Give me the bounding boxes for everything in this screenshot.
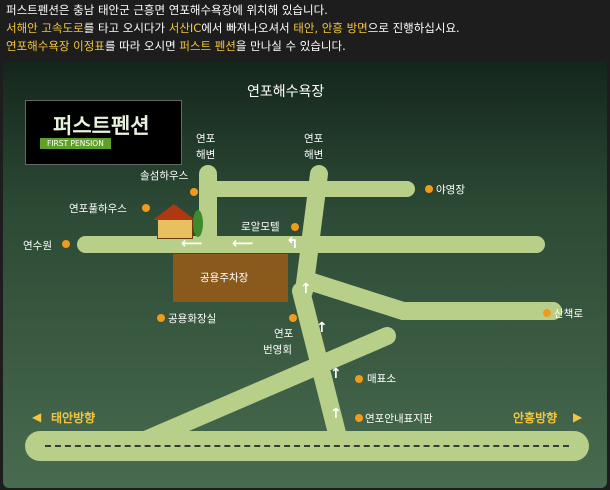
road-label-right-top: 연포 bbox=[304, 133, 324, 145]
logo-korean-text: 퍼스트펜션 bbox=[53, 114, 150, 138]
parking-label: 공용주차장 bbox=[200, 272, 249, 284]
poi-training-center-label: 연수원 bbox=[23, 240, 52, 252]
poi-ticket-office-label: 매표소 bbox=[367, 373, 396, 385]
up-arrow-icon: ↑ bbox=[300, 281, 312, 297]
public-parking: 공용주차장 bbox=[173, 254, 288, 302]
road-horizontal bbox=[77, 236, 545, 253]
poi-solseom-label: 솔섬하우스 bbox=[140, 170, 189, 182]
direction-left-arrow-icon: ◀ bbox=[32, 410, 42, 424]
road-label-right-bottom: 해변 bbox=[304, 149, 324, 161]
up-arrow-icon: ↑ bbox=[316, 320, 328, 336]
poi-campsite-dot-icon bbox=[425, 185, 433, 193]
left-arrow-icon: ⟵ bbox=[232, 234, 254, 252]
poi-public-toilet-label: 공용화장실 bbox=[168, 313, 217, 325]
logo-english-text: FIRST PENSION bbox=[40, 138, 111, 149]
poi-yeonpo-pool-label: 연포풀하우스 bbox=[69, 203, 127, 215]
road-lower-diagonal bbox=[134, 327, 396, 450]
poi-info-sign-dot-icon bbox=[355, 414, 363, 422]
pension-house-icon bbox=[153, 204, 205, 240]
direction-left-label: 태안방향 bbox=[51, 411, 96, 425]
intro-line-3: 연포해수욕장 이정표를 따라 오시면 퍼스트 펜션을 만나실 수 있습니다. bbox=[6, 39, 346, 53]
poi-campsite-label: 야영장 bbox=[436, 184, 465, 196]
poi-branch-bottom-label: 번영회 bbox=[263, 344, 292, 356]
up-arrow-icon: ↑ bbox=[330, 366, 342, 382]
up-arrow-icon: ↑ bbox=[330, 406, 342, 422]
poi-public-toilet-dot-icon bbox=[157, 314, 165, 322]
poi-walkway-dot-icon bbox=[543, 309, 551, 317]
left-arrow-icon: ↰ bbox=[286, 234, 299, 252]
poi-walkway-label: 산책로 bbox=[554, 308, 583, 320]
map-title: 연포해수욕장 bbox=[247, 84, 325, 100]
intro-line-2: 서해안 고속도로를 타고 오시다가 서산IC에서 빠져나오셔서 태안, 안흥 방… bbox=[6, 21, 460, 35]
direction-right-arrow-icon: ▶ bbox=[573, 410, 583, 424]
poi-yeonpo-pool-dot-icon bbox=[142, 204, 150, 212]
poi-solseom-dot-icon bbox=[190, 188, 198, 196]
road-to-walkway bbox=[300, 272, 562, 320]
poi-branch-top-label: 연포 bbox=[274, 328, 294, 340]
highway-centerline bbox=[45, 445, 569, 447]
poi-branch-dot-icon bbox=[289, 314, 297, 322]
direction-right-label: 안흥방향 bbox=[513, 411, 558, 425]
intro-line-1: 퍼스트펜션은 충남 태안군 근흥면 연포해수욕장에 위치해 있습니다. bbox=[6, 3, 328, 17]
poi-training-center-dot-icon bbox=[62, 240, 70, 248]
road-label-left-bottom: 해변 bbox=[196, 149, 216, 161]
poi-info-sign-label: 연포안내표지판 bbox=[365, 413, 433, 425]
first-pension-logo: 퍼스트펜션 FIRST PENSION bbox=[25, 100, 182, 165]
poi-royal-motel-dot-icon bbox=[291, 223, 299, 231]
road-label-left-top: 연포 bbox=[196, 133, 216, 145]
poi-ticket-office-dot-icon bbox=[355, 375, 363, 383]
road-campsite bbox=[199, 181, 415, 197]
poi-royal-motel-label: 로알모텔 bbox=[241, 221, 280, 233]
diagonal-roads bbox=[134, 165, 562, 450]
left-arrow-icon: ⟵ bbox=[181, 234, 203, 252]
directions-map: 연포해수욕장 공용주차장 퍼스트펜션 FIRST PENSION 연포 해변 연… bbox=[3, 61, 607, 488]
